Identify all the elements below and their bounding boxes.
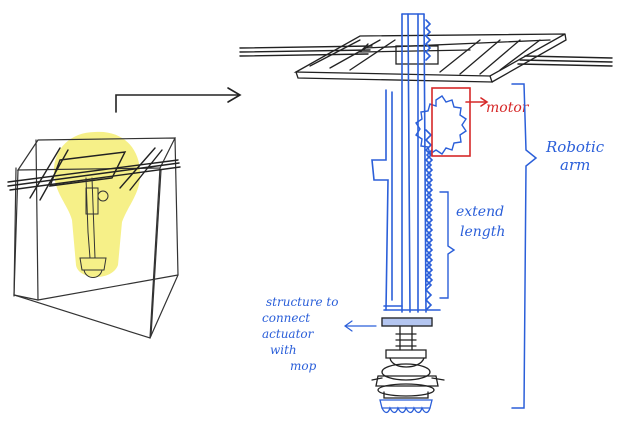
label-robotic-arm-line1: Robotic bbox=[545, 138, 605, 156]
label-extend-line2: length bbox=[460, 224, 505, 240]
mounting-plate bbox=[296, 34, 566, 82]
robotic-arm-bracket bbox=[512, 84, 536, 408]
motor-box bbox=[432, 88, 487, 156]
structure-arrow bbox=[345, 321, 376, 331]
label-robotic-arm-line2: arm bbox=[560, 156, 590, 174]
overview-sketch bbox=[8, 88, 240, 338]
left-bracket bbox=[372, 90, 392, 310]
horizontal-rails bbox=[240, 46, 612, 66]
extend-bracket bbox=[440, 192, 454, 298]
label-structure-line5: mop bbox=[290, 359, 317, 373]
arrow-icon bbox=[116, 88, 240, 112]
mop-head bbox=[372, 364, 444, 413]
label-structure-line2: connect bbox=[262, 311, 310, 325]
lightbulb-highlight bbox=[54, 132, 140, 277]
gear-icon bbox=[416, 96, 466, 154]
label-motor: motor bbox=[486, 100, 530, 116]
label-structure-line3: actuator bbox=[262, 327, 315, 341]
label-extend-line1: extend bbox=[456, 204, 504, 220]
main-sketch: motor extend length Robotic arm bbox=[240, 14, 612, 413]
label-structure-line4: with bbox=[270, 343, 297, 357]
label-structure-line1: structure to bbox=[266, 295, 338, 309]
actuator-connector bbox=[382, 318, 432, 367]
